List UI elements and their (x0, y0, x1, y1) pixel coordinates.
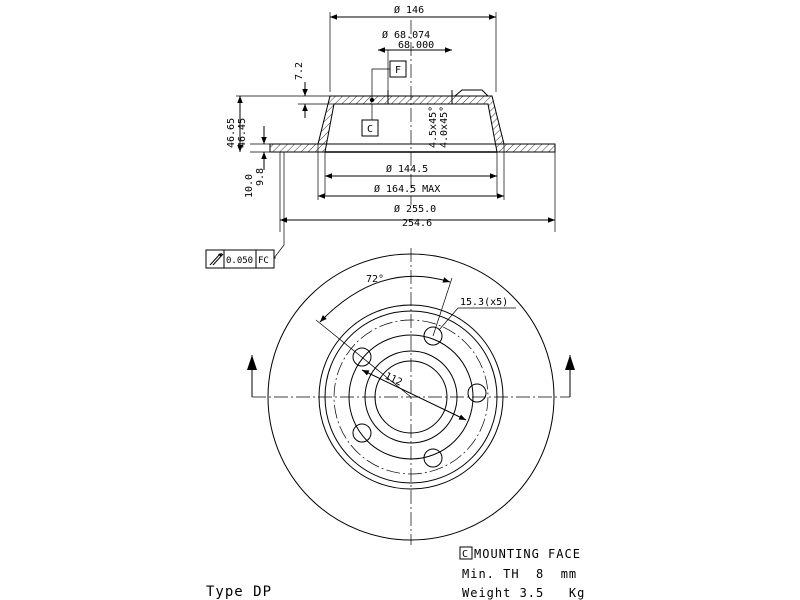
bolt-hole (467, 383, 487, 403)
mounting-face-marker: C (462, 549, 469, 560)
dim-bore-min: 68.000 (398, 40, 434, 51)
datum-c-label: C (367, 124, 373, 135)
dim-disc-thickness-min: 9.8 (255, 168, 266, 186)
hat-bevel (454, 89, 489, 97)
bolt-hole (352, 347, 372, 367)
tolerance-frame (205, 249, 275, 269)
tolerance-datums: FC (258, 256, 269, 266)
bolt-hole-leader (438, 307, 459, 331)
datum-c-box (361, 119, 379, 137)
mounting-face-note: MOUNTING FACE (474, 547, 581, 561)
front-view: 72° 15.3(x5) 112 (247, 248, 575, 545)
dim-hat-thickness: 7.2 (294, 62, 305, 80)
weight-note: Weight 3.5 Kg (462, 586, 585, 600)
dim-bore-max: Ø 68.074 (382, 29, 430, 41)
datum-f-box (389, 60, 407, 78)
type-label: Type DP (206, 584, 272, 600)
bolt-hole (352, 423, 372, 443)
dim-disc-diameter-max: Ø 255.0 (394, 203, 436, 215)
tolerance-value: 0.050 (226, 256, 253, 266)
datum-f-label: F (395, 65, 401, 76)
tolerance-leader (273, 152, 285, 259)
dim-bolt-angle: 72° (366, 274, 384, 285)
section-view: Ø 146 Ø 68.074 68.000 7.2 46.65 46.45 10… (205, 4, 556, 269)
dim-height-min: 46.45 (237, 118, 248, 148)
bolt-hole (423, 448, 443, 468)
angle-arc (319, 275, 451, 323)
datum-f-leader (371, 68, 390, 100)
dim-inner-diameter: Ø 144.5 (386, 163, 428, 175)
min-thickness-note: Min. TH 8 mm (462, 567, 577, 581)
dim-bolt-hole: 15.3(x5) (460, 297, 508, 308)
dim-max-diameter: Ø 164.5 MAX (374, 183, 440, 195)
notes-block: C MOUNTING FACE Min. TH 8 mm Weight 3.5 … (206, 546, 585, 600)
dim-height-max: 46.65 (226, 118, 237, 148)
bolt-holes (352, 326, 487, 468)
bolt-hole (423, 326, 443, 346)
dim-chamfer-a: 4.5x45° (428, 106, 439, 148)
runout-icon (209, 253, 224, 266)
dim-disc-diameter-min: 254.6 (402, 218, 432, 229)
dim-line-112 (361, 369, 467, 421)
mounting-face-marker-box (459, 546, 473, 560)
dim-chamfer-b: 4.0x45° (439, 106, 450, 148)
angle-leader-b (432, 277, 453, 337)
dim-disc-thickness: 10.0 (244, 174, 255, 198)
dim-outer-hat-diameter: Ø 146 (394, 4, 424, 16)
dim-pitch-circle: 112 (383, 371, 404, 389)
